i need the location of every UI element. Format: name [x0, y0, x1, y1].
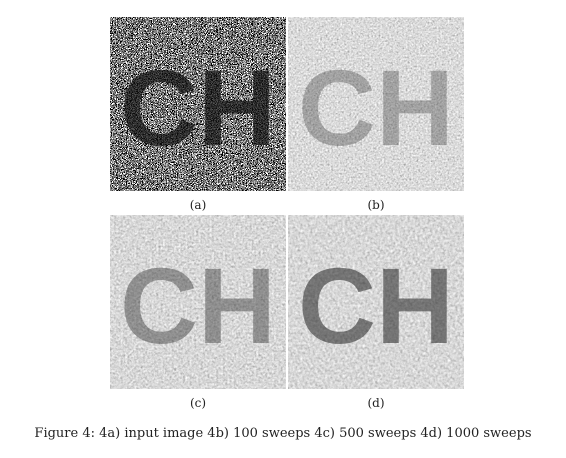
denoised-500-image: CH — [110, 215, 286, 389]
denoised-1000-image: CH — [288, 215, 464, 389]
panel-b-letters: CH — [298, 47, 454, 168]
figure-panel-c: CH — [110, 215, 286, 389]
subfigure-label-a: (a) — [189, 198, 207, 212]
panel-d-letters: CH — [298, 245, 454, 366]
subfigure-label-d: (d) — [367, 396, 385, 410]
figure-caption: Figure 4: 4a) input image 4b) 100 sweeps… — [34, 426, 532, 441]
figure-panel-a: CH — [110, 17, 286, 191]
noisy-input-image: CH — [110, 17, 286, 191]
figure-panel-d: CH — [288, 215, 464, 389]
panel-a-letters: CH — [120, 47, 276, 168]
panel-c-letters: CH — [120, 245, 276, 366]
subfigure-label-b: (b) — [367, 198, 385, 212]
subfigure-label-c: (c) — [189, 396, 207, 410]
figure-panel-b: CH — [288, 17, 464, 191]
denoised-100-image: CH — [288, 17, 464, 191]
